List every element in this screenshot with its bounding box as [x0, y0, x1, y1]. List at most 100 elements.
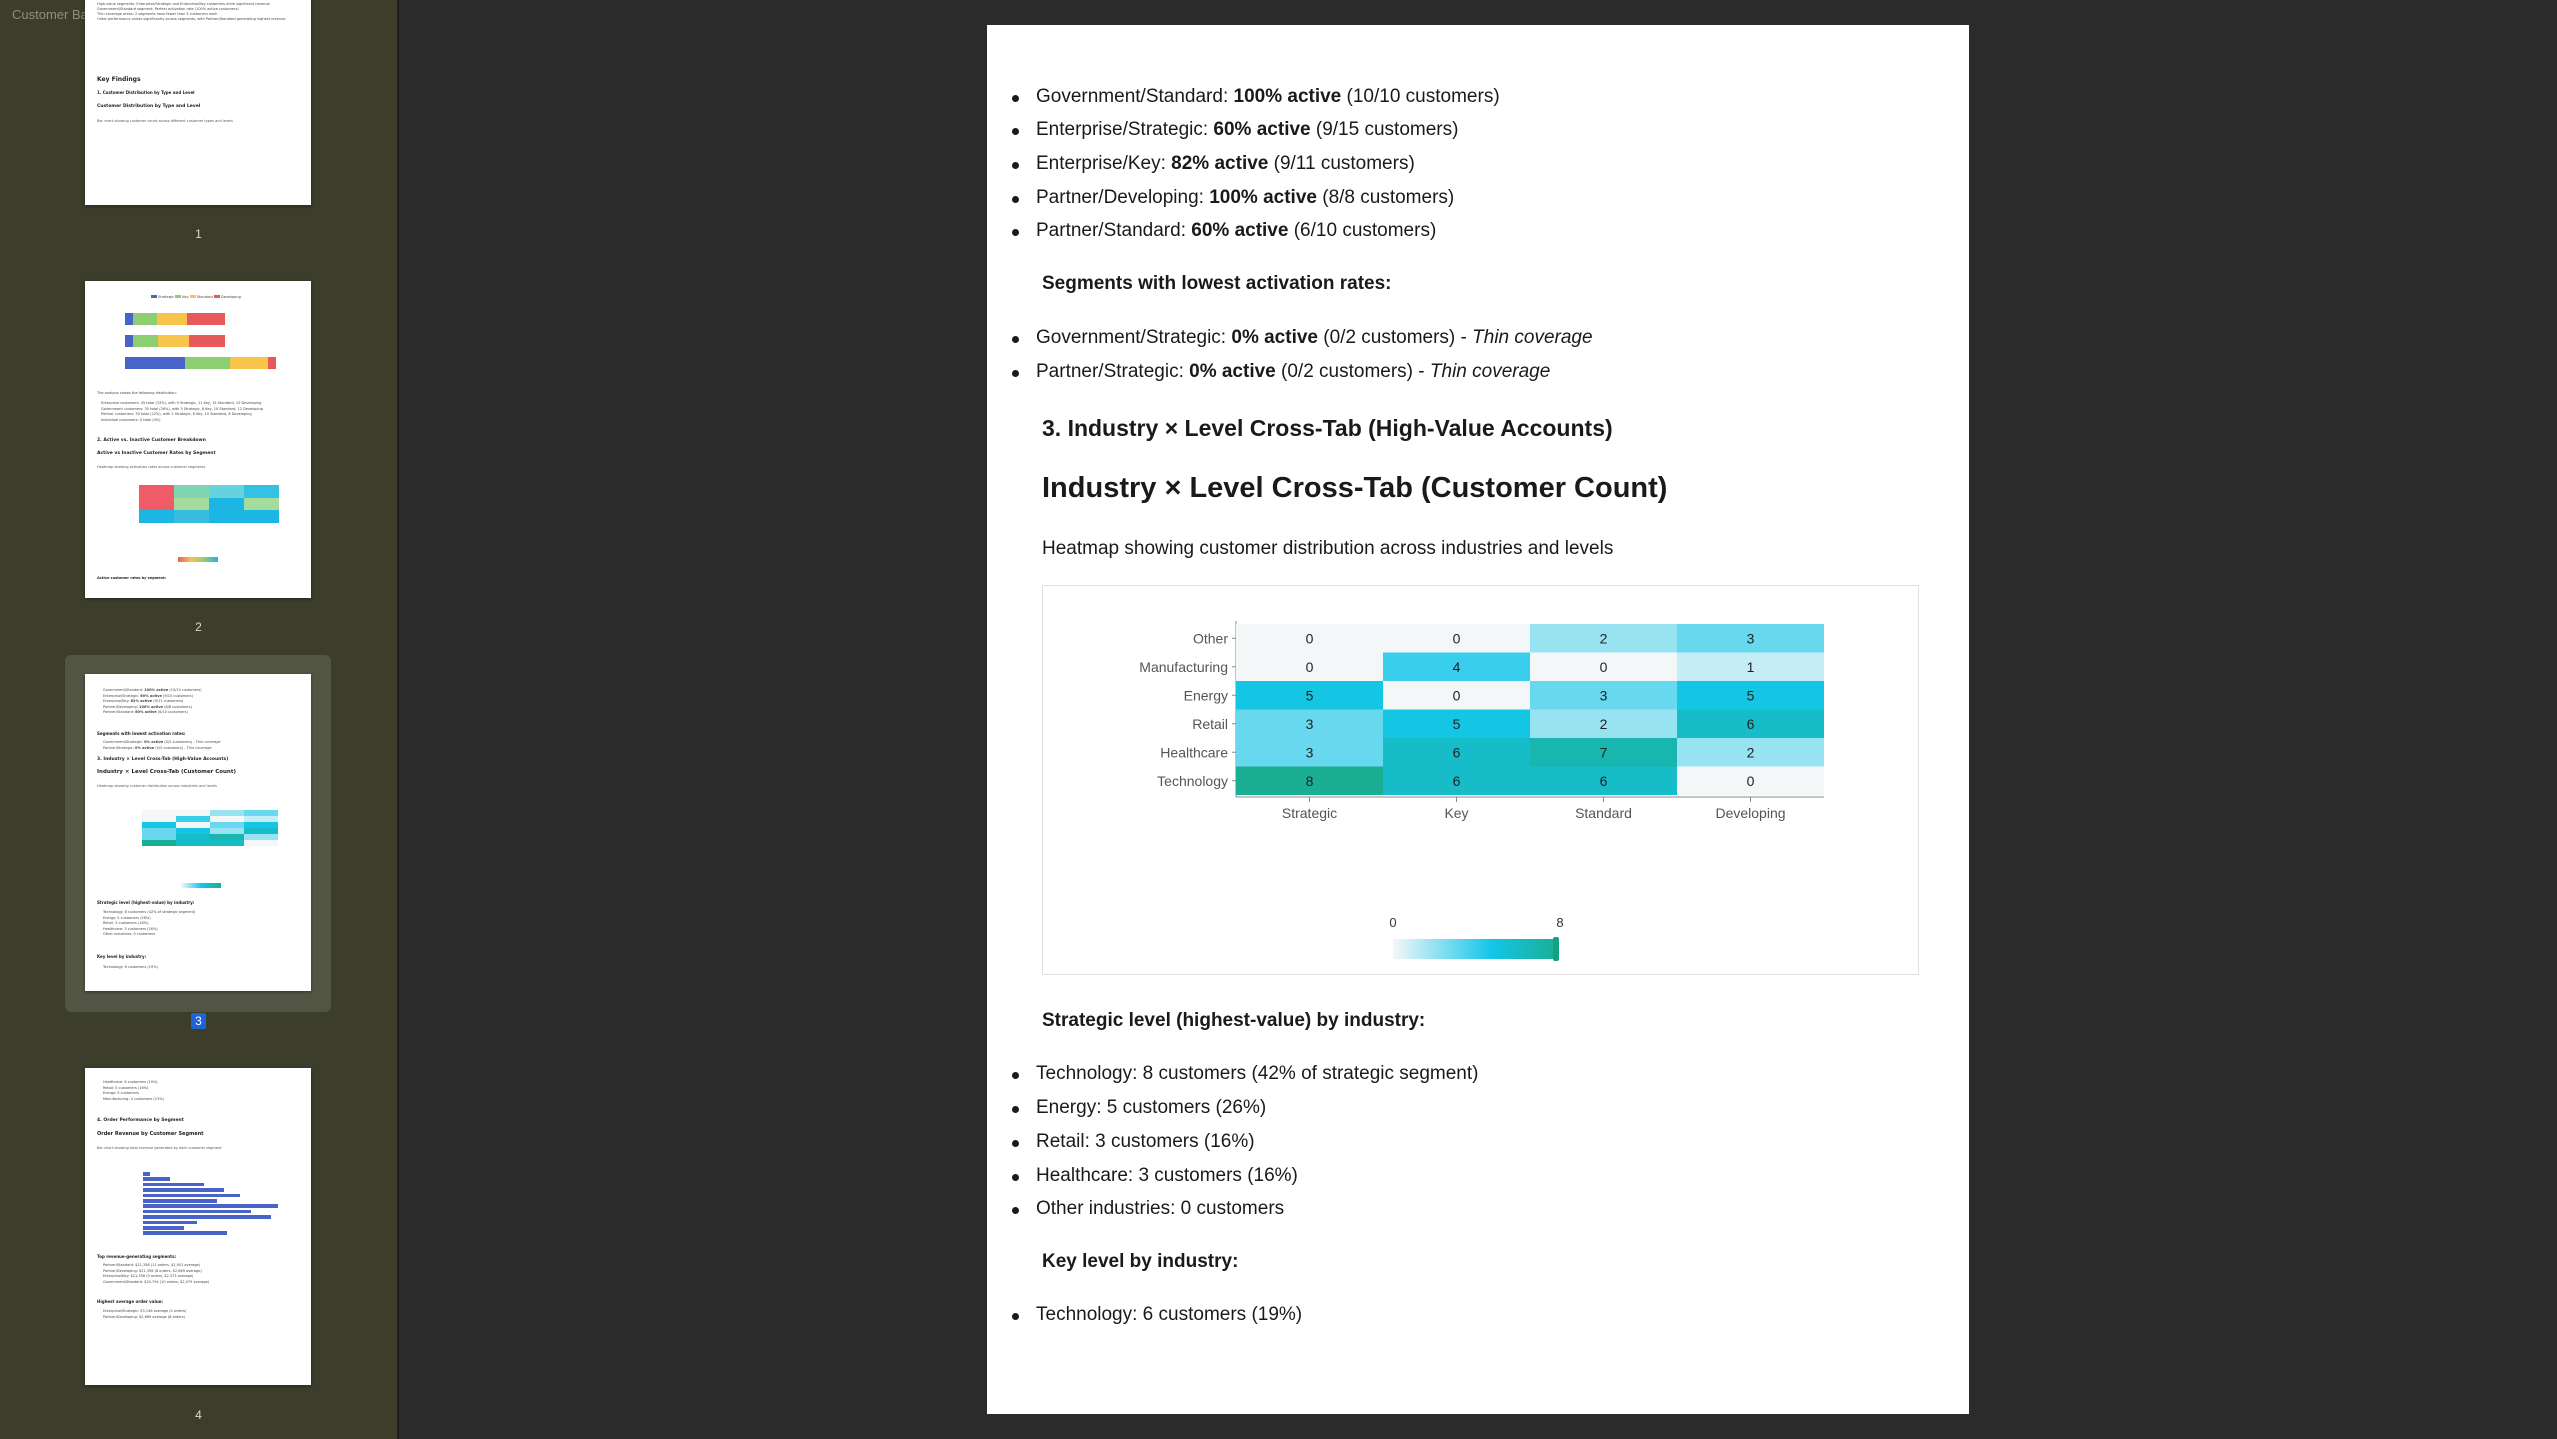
- heatmap-cell-label: 6: [1453, 744, 1461, 760]
- thumb2-legend: Strategic Key Standard Developing: [151, 295, 241, 299]
- list-item: Healthcare: 3 customers (16%): [1012, 1165, 1298, 1186]
- list-item: Other industries: 0 customers: [1011, 1198, 1285, 1219]
- chart-heading: Industry × Level Cross-Tab (Customer Cou…: [1042, 472, 1668, 504]
- heatmap-cell-label: 0: [1600, 659, 1608, 675]
- page-number-4: 4: [195, 1408, 202, 1422]
- colorbar: [1393, 939, 1557, 959]
- thumb1-chart-title: Customer Distribution by Type and Level: [97, 104, 201, 109]
- thumb-heatmap-cell: [142, 816, 176, 822]
- thumb-heatmap-cell: [176, 828, 210, 834]
- heatmap-cell-label: 0: [1453, 687, 1461, 703]
- thumb-heatmap-cell: [142, 828, 176, 834]
- page-thumbnail-4[interactable]: Healthcare: 6 customers (19%) Retail: 5 …: [85, 1068, 311, 1385]
- heatmap-cell: [1383, 624, 1530, 653]
- thumb-heatmap-cell: [176, 834, 210, 840]
- list-item: Partner/Strategic: 0% active (0/2 custom…: [1011, 361, 1551, 382]
- thumb3-strategic-list: Technology: 8 customers (42% of strategi…: [103, 910, 196, 936]
- page-number-3: 3: [0, 1013, 397, 1029]
- thumb3-chart-caption: Heatmap showing customer distribution ac…: [97, 784, 217, 788]
- thumb3-heatmap: [142, 810, 278, 846]
- heatmap-cell-label: 3: [1306, 744, 1314, 760]
- heatmap-cell: [1530, 681, 1677, 710]
- thumb4-bar-chart: [143, 1172, 293, 1240]
- heatmap-cell: [1236, 652, 1383, 681]
- heatmap-cell: [1236, 738, 1383, 767]
- heatmap-cell-label: 2: [1600, 716, 1608, 732]
- thumb-bar: [143, 1231, 227, 1235]
- list-item: Enterprise/Key: 82% active (9/11 custome…: [1012, 153, 1415, 174]
- thumb-heatmap-cell: [244, 834, 278, 840]
- heatmap-cell-label: 1: [1747, 659, 1755, 675]
- thumb-bar: [143, 1172, 150, 1176]
- y-tick-label: Manufacturing: [1139, 659, 1228, 675]
- thumb-heatmap-cell: [244, 828, 278, 834]
- thumb3-lowest-list: Government/Strategic: 0% active (0/2 cus…: [103, 740, 221, 750]
- heatmap-cell: [1530, 709, 1677, 738]
- thumb2-chart-title: Active vs Inactive Customer Rates by Seg…: [97, 451, 216, 456]
- thumb-heatmap-cell: [210, 822, 244, 828]
- page-thumbnail-3[interactable]: Government/Standard: 100% active (10/10 …: [85, 674, 311, 991]
- x-tick-label: Developing: [1715, 805, 1785, 821]
- heatmap-cell-label: 5: [1306, 687, 1314, 703]
- heatmap-cell-label: 2: [1747, 744, 1755, 760]
- thumb2-colorbar: [178, 557, 218, 562]
- thumb-heatmap-cell: [176, 840, 210, 846]
- thumb-bar: [143, 1215, 272, 1219]
- thumb1-caption: Bar chart showing customer count across …: [97, 119, 233, 123]
- thumb4-caption: Bar chart showing total revenue generate…: [97, 1146, 222, 1150]
- page-thumbnail-2[interactable]: Strategic Key Standard Developing The an…: [85, 281, 311, 598]
- thumb-heatmap-cell: [244, 822, 278, 828]
- thumb4-rev-list: Partner/Standard: $21,356 (11 orders, $1…: [103, 1263, 210, 1284]
- thumb-heatmap-cell: [176, 822, 210, 828]
- thumb4-avg-list: Enterprise/Strategic: $3,146 average (4 …: [103, 1309, 187, 1319]
- thumb2-footer: Active customer rates by segment:: [97, 576, 167, 580]
- x-tick-label: Standard: [1575, 805, 1632, 821]
- page-number-2: 2: [195, 620, 202, 634]
- thumb4-rev-title: Top revenue-generating segments:: [97, 1254, 177, 1259]
- thumb-heatmap-cell: [142, 840, 176, 846]
- heatmap-cell-label: 5: [1747, 687, 1755, 703]
- thumb-bar: [143, 1193, 241, 1198]
- thumb-bar: [143, 1177, 170, 1181]
- thumb2-bar-chart: [125, 313, 285, 373]
- thumbnail-sidebar: Customer Base Segmentation Analysis Repo…: [0, 0, 399, 1439]
- heatmap-cell: [1677, 681, 1824, 710]
- heatmap-cell-label: 0: [1747, 773, 1755, 789]
- thumb-bar: [143, 1199, 218, 1203]
- list-item: Technology: 8 customers (42% of strategi…: [1011, 1063, 1479, 1084]
- thumb3-chart-heading: Industry × Level Cross-Tab (Customer Cou…: [97, 769, 236, 775]
- thumb-heatmap-cell: [244, 810, 278, 816]
- thumb-bar: [143, 1204, 278, 1208]
- page-number-1: 1: [195, 227, 202, 241]
- list-item: Government/Standard: 100% active (10/10 …: [1012, 86, 1500, 107]
- colorbar-min-label: 0: [1389, 915, 1396, 930]
- thumb-heatmap-cell: [142, 822, 176, 828]
- thumb-bar: [143, 1188, 224, 1192]
- heatmap-cell-label: 0: [1453, 630, 1461, 646]
- heatmap-cell-label: 3: [1600, 687, 1608, 703]
- thumb1-key-findings: Key Findings: [97, 76, 141, 83]
- thumb1-bullets: High-value segments: Enterprise/Strategi…: [97, 2, 286, 21]
- page-thumbnail-1[interactable]: High-value segments: Enterprise/Strategi…: [85, 0, 311, 205]
- heatmap-cell: [1383, 738, 1530, 767]
- thumb-heatmap-cell: [244, 840, 278, 846]
- thumb-bar: [143, 1220, 197, 1225]
- thumb1-subheading: 1. Customer Distribution by Type and Lev…: [97, 90, 195, 95]
- list-item: Energy: 5 customers (26%): [1011, 1097, 1267, 1118]
- thumb3-key-title: Key level by industry:: [97, 954, 147, 959]
- y-tick-label: Energy: [1184, 687, 1228, 703]
- section-heading: 3. Industry × Level Cross-Tab (High-Valu…: [1042, 415, 1613, 441]
- thumb-bar: [143, 1209, 251, 1214]
- list-item: Enterprise/Strategic: 60% active (9/15 c…: [1011, 119, 1459, 140]
- heatmap-cell: [1383, 709, 1530, 738]
- list-item: Partner/Standard: 60% active (6/10 custo…: [1011, 220, 1437, 241]
- y-tick-label: Retail: [1192, 716, 1228, 732]
- thumb4-chart-title: Order Revenue by Customer Segment: [97, 1131, 204, 1137]
- thumb2-subheading: 2. Active vs. Inactive Customer Breakdow…: [97, 438, 206, 443]
- heatmap-cell-label: 3: [1306, 716, 1314, 732]
- document-page: Government/Standard: 100% active (10/10 …: [987, 25, 1969, 1414]
- heatmap-cell-label: 0: [1306, 630, 1314, 646]
- heatmap-cell-label: 8: [1306, 773, 1314, 789]
